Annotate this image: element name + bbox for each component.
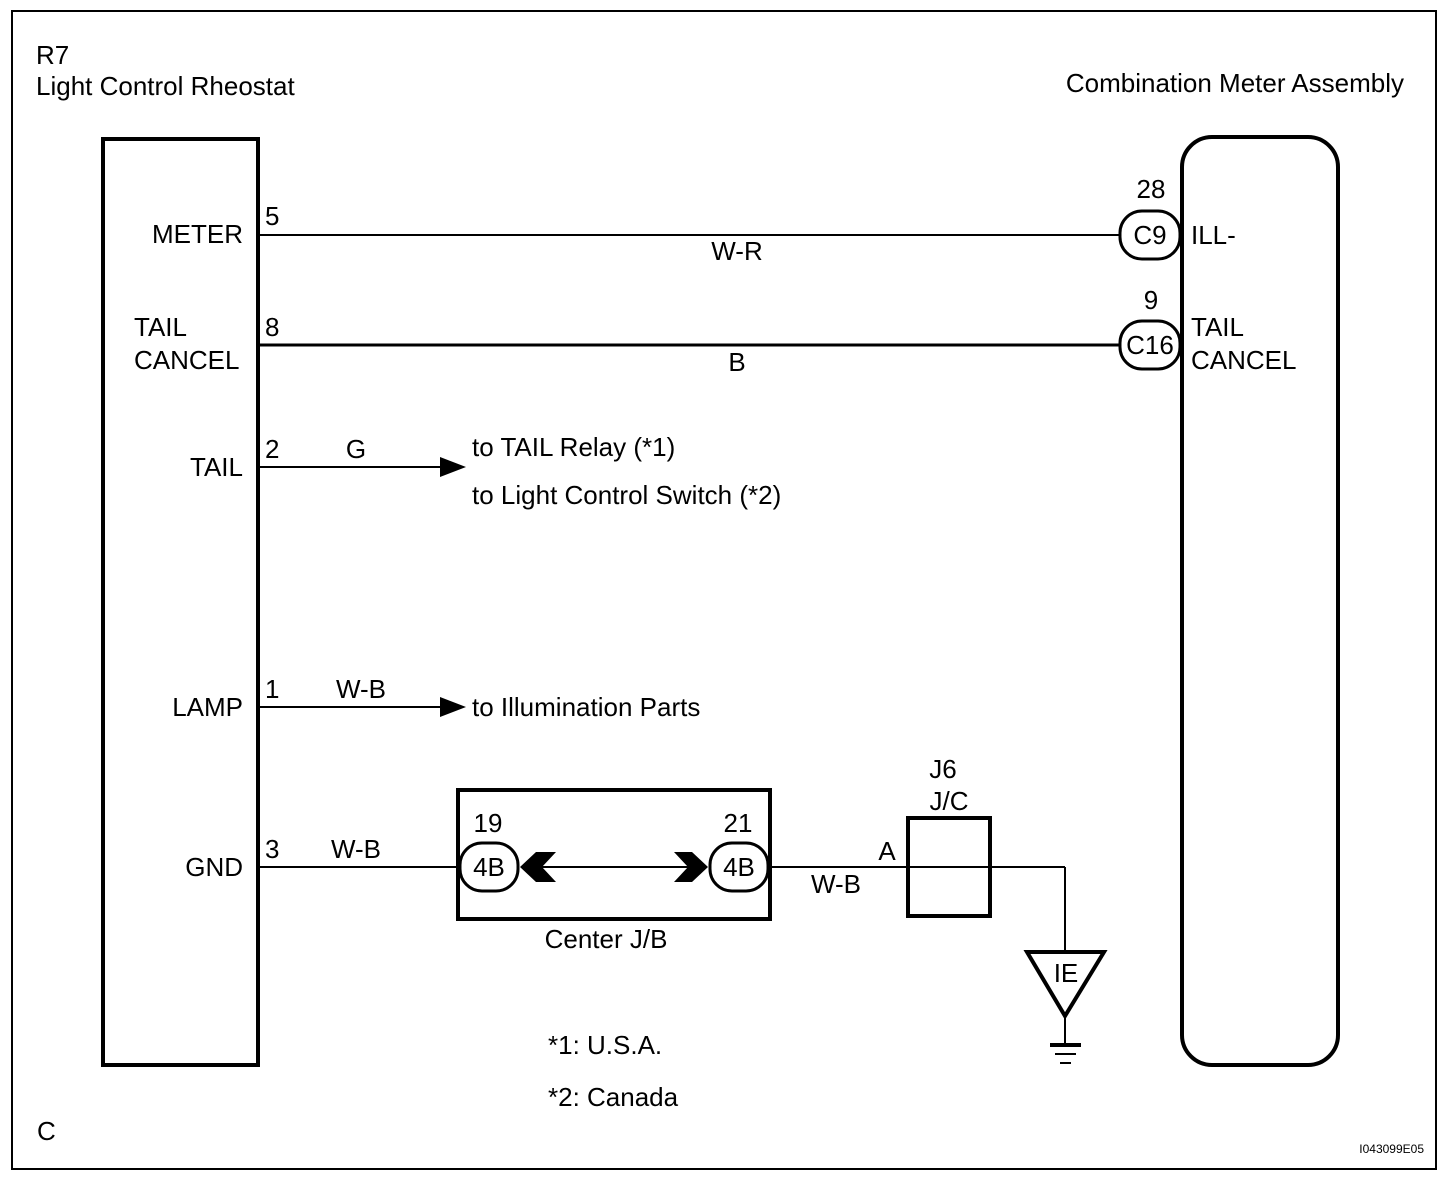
pin-label-lamp: LAMP — [172, 692, 243, 722]
center-jb-label: Center J/B — [545, 924, 668, 954]
ground-icon — [1050, 1043, 1081, 1064]
note-canada: *2: Canada — [548, 1082, 679, 1112]
corner-letter: C — [37, 1116, 56, 1146]
arrow-icon — [440, 457, 466, 477]
wire-color-meter: W-R — [711, 236, 763, 266]
center-jb-box — [456, 788, 772, 921]
junction-terminal: A — [878, 836, 896, 866]
connector-c16 — [1118, 319, 1182, 371]
connector-c16-label: C16 — [1126, 330, 1174, 360]
meter-pin-label-tail: TAIL — [1191, 312, 1244, 342]
center-jb-pin-19: 19 — [474, 808, 503, 838]
wire-color-lamp: W-B — [336, 674, 386, 704]
rheostat-code: R7 — [36, 40, 69, 70]
wire-color-gnd-out: W-B — [811, 869, 861, 899]
pin-number-8: 8 — [265, 312, 279, 342]
pin-label-tail: TAIL — [190, 452, 243, 482]
connector-c9 — [1118, 209, 1182, 261]
center-jb-pin-21: 21 — [724, 808, 753, 838]
arrow-icon — [440, 697, 466, 717]
meter-pin-9: 9 — [1144, 285, 1158, 315]
junction-code: J6 — [929, 754, 956, 784]
junction-box — [906, 816, 992, 918]
wire-color-tail: G — [346, 434, 366, 464]
connector-c9-label: C9 — [1133, 220, 1166, 250]
meter-pin-28: 28 — [1137, 174, 1166, 204]
destination-tail-relay: to TAIL Relay (*1) — [472, 432, 675, 462]
wire-color-gnd-in: W-B — [331, 834, 381, 864]
destination-illumination-parts: to Illumination Parts — [472, 692, 700, 722]
meter-pin-label-cancel: CANCEL — [1191, 345, 1296, 375]
chevron-right-icon — [674, 852, 708, 882]
pin-number-2: 2 — [265, 434, 279, 464]
pin-number-5: 5 — [265, 201, 279, 231]
pin-label-tail-cancel-2: CANCEL — [134, 345, 239, 375]
rheostat-name: Light Control Rheostat — [36, 71, 295, 101]
connector-4b-left-label: 4B — [473, 852, 505, 882]
junction-type: J/C — [930, 786, 969, 816]
chevron-left-icon — [520, 852, 556, 882]
pin-label-meter: METER — [152, 219, 243, 249]
meter-box — [1180, 135, 1340, 1067]
connector-4b-right — [708, 841, 770, 893]
meter-pin-label-ill: ILL- — [1191, 220, 1236, 250]
pin-number-1: 1 — [265, 674, 279, 704]
note-usa: *1: U.S.A. — [548, 1030, 662, 1060]
pin-label-gnd: GND — [185, 852, 243, 882]
rheostat-box — [101, 137, 260, 1067]
connector-4b-left — [458, 841, 520, 893]
ground-point-triangle — [1023, 950, 1108, 1020]
meter-name: Combination Meter Assembly — [1066, 68, 1404, 98]
diagram-frame — [11, 10, 1437, 1170]
pin-label-tail-cancel-1: TAIL — [134, 312, 187, 342]
wire-color-tail-cancel: B — [728, 347, 745, 377]
destination-light-control-switch: to Light Control Switch (*2) — [472, 480, 781, 510]
pin-number-3: 3 — [265, 834, 279, 864]
ground-point-label: IE — [1054, 958, 1079, 988]
figure-id: I043099E05 — [1359, 1142, 1424, 1156]
connector-4b-right-label: 4B — [723, 852, 755, 882]
